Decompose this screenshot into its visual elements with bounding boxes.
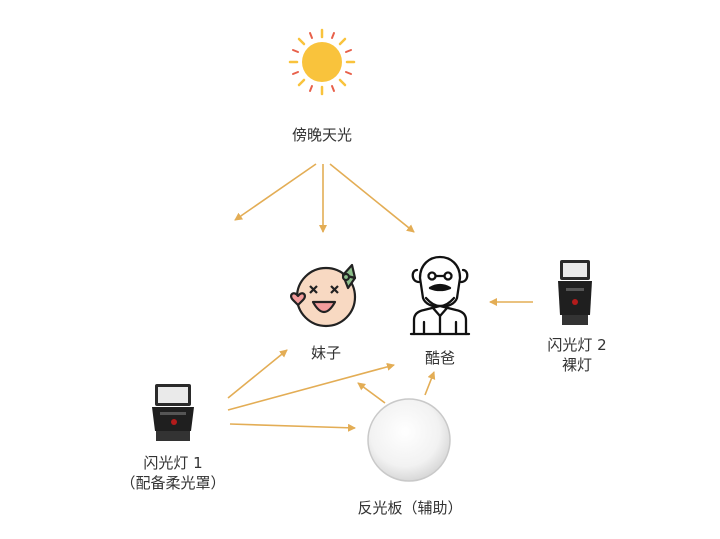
arrow-flash1-to-dad [227, 362, 395, 411]
girl-label: 妹子 [310, 344, 341, 362]
arrow-flash1-to-girl [227, 349, 288, 399]
reflector-disc-icon [367, 398, 451, 482]
sun-icon [288, 28, 356, 96]
flash1-label: 闪光灯 1 （配备柔光罩） [120, 454, 226, 492]
reflector-label: 反光板（辅助） [357, 499, 463, 517]
camera-flash-icon [152, 384, 194, 441]
baby-face-icon [290, 263, 357, 328]
arrow-reflector-to-dad-2 [424, 371, 436, 396]
flash2-label: 闪光灯 2 裸灯 [547, 336, 607, 374]
bearded-man-icon [409, 255, 471, 336]
arrow-reflector-to-dad-1 [357, 382, 386, 404]
arrow-sun-to-dad [329, 163, 415, 233]
arrow-sun-to-left [234, 163, 317, 221]
arrow-flash1-to-reflector [229, 423, 356, 432]
sun-label: 傍晚天光 [291, 126, 352, 144]
dad-label: 酷爸 [424, 349, 455, 367]
camera-flash-icon [558, 260, 592, 325]
